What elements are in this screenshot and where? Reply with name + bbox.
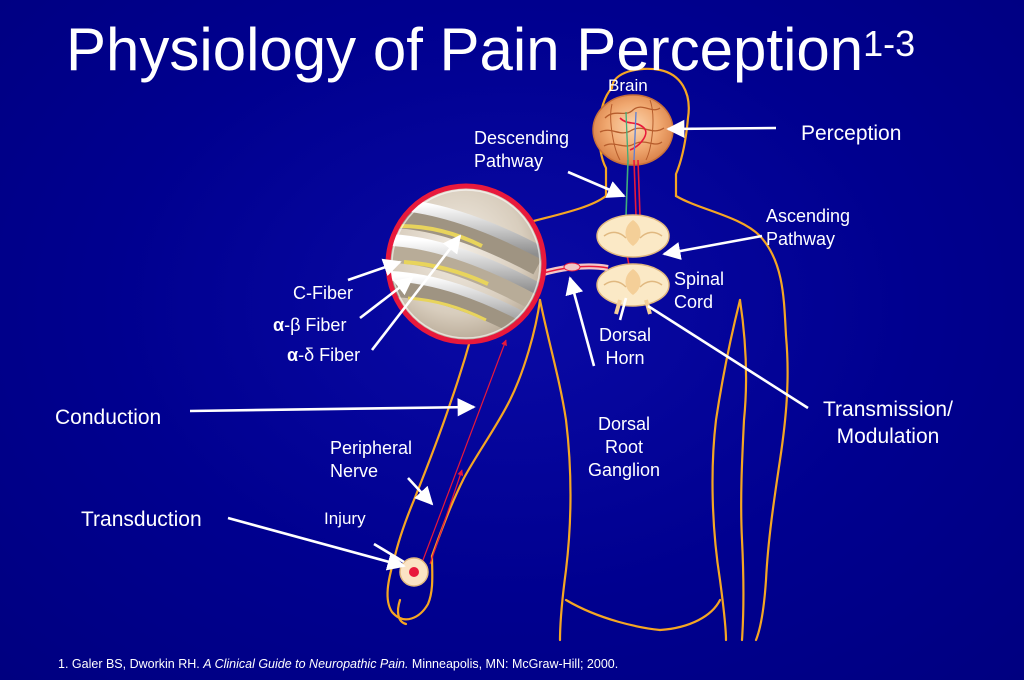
body-outline [386, 67, 789, 642]
label-peripheral-nerve: Peripheral Nerve [330, 438, 413, 481]
label-transmission-modulation: Transmission/ Modulation [823, 398, 953, 448]
slide-title-superscript: 1-3 [863, 23, 916, 64]
label-alpha-delta-fiber: α-δ Fiber [287, 345, 361, 365]
spinal-segment-upper [596, 214, 670, 258]
pointer-arrows [189, 119, 809, 571]
label-c-fiber: C-Fiber [293, 283, 354, 303]
label-alpha-beta-fiber: α-β Fiber [273, 315, 347, 335]
label-dorsal-root-ganglion: Dorsal Root Ganglion [588, 414, 661, 480]
label-dorsal-horn: Dorsal Horn [599, 325, 652, 368]
label-descending-pathway: Descending Pathway [474, 128, 570, 171]
fiber-magnifier [385, 183, 547, 345]
label-perception: Perception [801, 122, 902, 145]
slide-title-text: Physiology of Pain Perception [66, 16, 864, 83]
reference-1: 1. Galer BS, Dworkin RH. A Clinical Guid… [58, 657, 619, 671]
label-conduction: Conduction [55, 406, 162, 429]
spinal-segment-lower [596, 263, 670, 315]
label-injury: Injury [324, 509, 366, 528]
label-ascending-pathway: Ascending Pathway [766, 206, 851, 249]
label-spinal-cord: Spinal Cord [674, 269, 725, 312]
brain-illustration [592, 94, 674, 166]
slide-title: Physiology of Pain Perception1-3 [66, 14, 915, 86]
label-brain: Brain [608, 76, 648, 95]
injury-site [399, 557, 429, 587]
label-transduction: Transduction [81, 508, 202, 531]
